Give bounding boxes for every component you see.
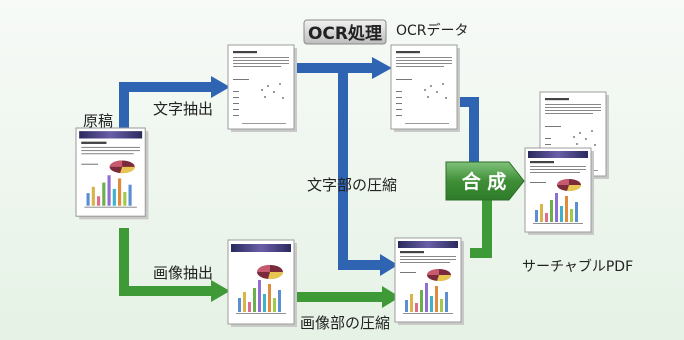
- image-compress-label: 画像部の圧縮: [300, 314, 390, 332]
- arrow-original-to-image-doc: [119, 228, 230, 302]
- original-document: [75, 127, 149, 220]
- arrow-original-to-text-doc: [119, 76, 230, 142]
- image-extracted-document: [227, 239, 298, 328]
- arrow-text-compress: [338, 73, 398, 276]
- searchable-pdf-label: サーチャブルPDF: [522, 258, 633, 275]
- ocr-process-badge: [303, 19, 387, 45]
- text-extract-label: 文字抽出: [153, 100, 213, 118]
- image-extract-label: 画像抽出: [153, 264, 213, 282]
- compressed-document: [394, 237, 465, 326]
- ocr-process-label: OCR処理: [308, 24, 382, 44]
- searchable-pdf-stack: [524, 91, 610, 236]
- merge-label: 合 成: [462, 170, 507, 193]
- arrow-image-compress: [293, 286, 400, 308]
- ocr-data-document: [390, 44, 461, 133]
- text-extracted-document: [227, 44, 298, 133]
- arrow-ocr-to-merge: [458, 97, 479, 167]
- ocr-data-label: OCRデータ: [396, 22, 469, 39]
- merge-badge: [445, 161, 525, 201]
- original-label: 原稿: [83, 112, 113, 130]
- arrow-compress-to-merge: [470, 190, 492, 258]
- arrow-text-to-ocr-data: [293, 57, 392, 79]
- text-compress-label: 文字部の圧縮: [307, 176, 397, 194]
